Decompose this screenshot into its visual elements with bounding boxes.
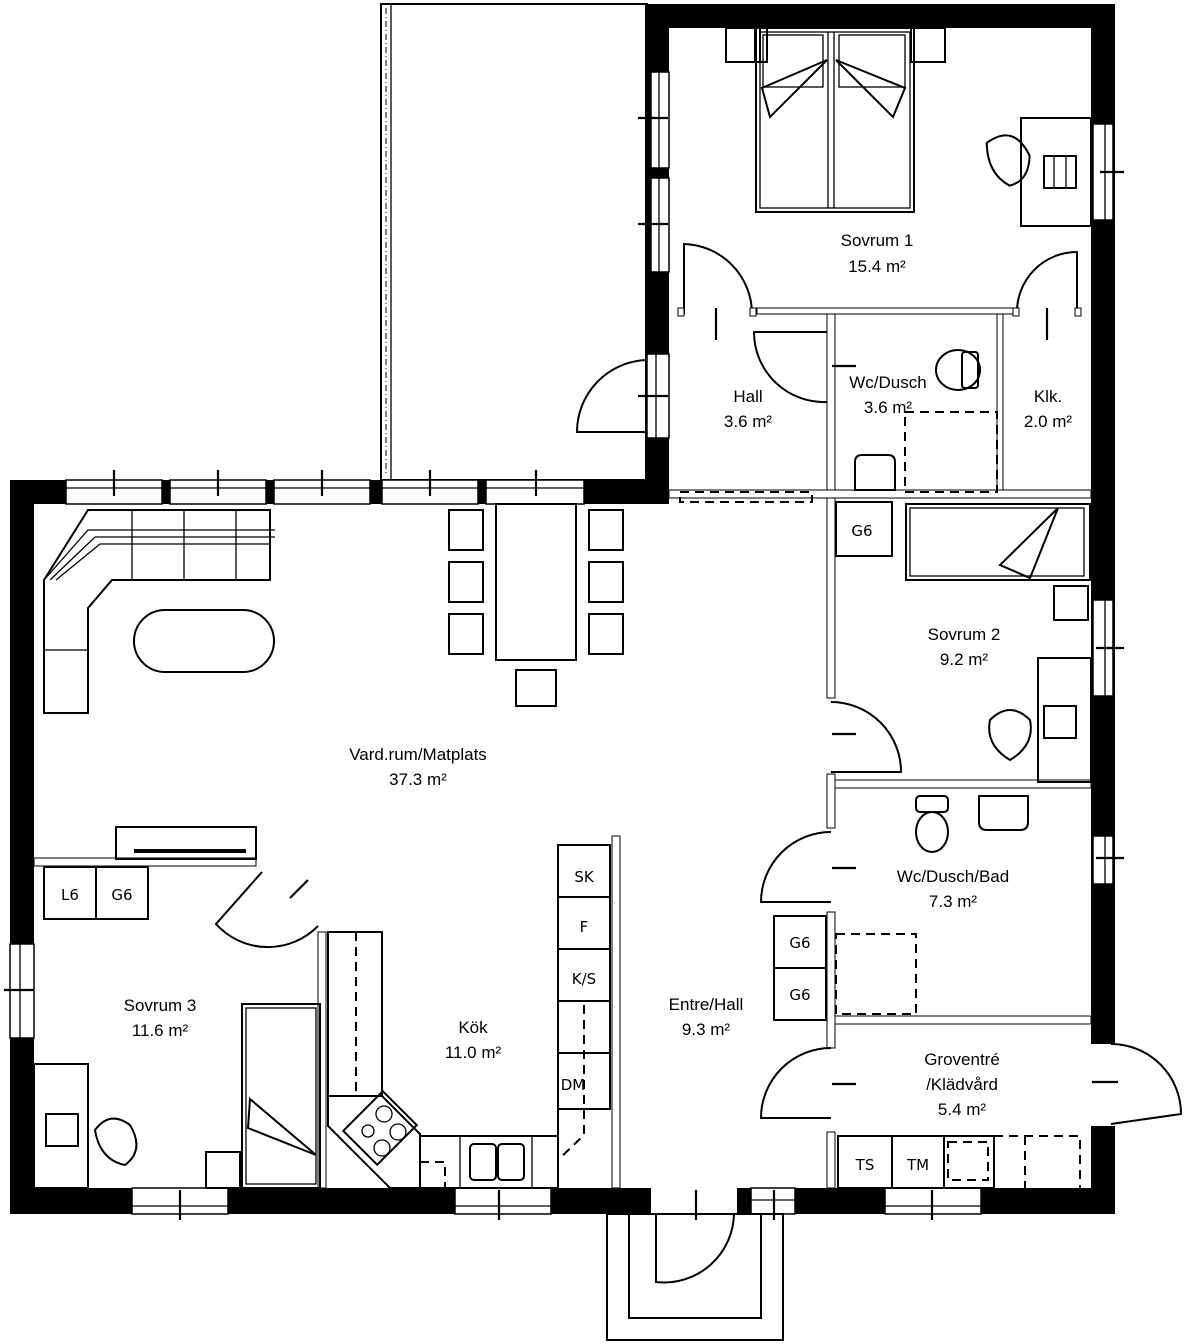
terrace xyxy=(380,3,648,481)
tv-unit xyxy=(115,826,257,860)
room-label-wc-dusch: Wc/Dusch 3.6 m² xyxy=(849,373,926,417)
double-bed xyxy=(725,27,946,213)
svg-text:Vard.rum/Matplats: Vard.rum/Matplats xyxy=(349,745,487,764)
wardrobes-entre: G6 G6 xyxy=(773,915,827,1021)
appliance-label: G6 xyxy=(789,986,810,1004)
svg-text:11.6 m²: 11.6 m² xyxy=(132,1021,189,1040)
room-label-klk: Klk. 2.0 m² xyxy=(1024,387,1073,431)
wardrobe-g6-sovrum2: G6 xyxy=(835,501,893,557)
room-label-hall: Hall 3.6 m² xyxy=(724,387,773,431)
room-label-sovrum1: Sovrum 1 15.4 m² xyxy=(841,231,914,276)
svg-text:15.4 m²: 15.4 m² xyxy=(848,257,906,276)
svg-text:/Klädvård: /Klädvård xyxy=(926,1075,998,1094)
desk-sovrum2 xyxy=(988,657,1092,783)
room-label-sovrum3: Sovrum 3 11.6 m² xyxy=(124,996,197,1040)
room-label-entre-hall: Entre/Hall 9.3 m² xyxy=(669,995,744,1039)
appliance-label: G6 xyxy=(789,934,810,952)
room-label-sovrum2: Sovrum 2 9.2 m² xyxy=(928,625,1001,669)
svg-text:3.6 m²: 3.6 m² xyxy=(724,412,773,431)
window-arrows xyxy=(4,116,1124,1220)
room-label-wc-dusch-bad: Wc/Dusch/Bad 7.3 m² xyxy=(897,867,1009,911)
bathroom-fixtures xyxy=(835,795,1029,1015)
svg-text:2.0 m²: 2.0 m² xyxy=(1024,412,1073,431)
wardrobes-sovrum3: L6 G6 xyxy=(43,866,149,920)
wc-dusch-fixtures xyxy=(854,349,998,493)
svg-text:9.2 m²: 9.2 m² xyxy=(940,650,989,669)
doors xyxy=(214,242,1183,1284)
svg-text:7.3 m²: 7.3 m² xyxy=(929,892,978,911)
appliance-label: L6 xyxy=(61,886,79,904)
svg-text:Klk.: Klk. xyxy=(1034,387,1062,406)
appliance-label: DM xyxy=(561,1076,586,1094)
interior-walls xyxy=(33,307,1092,1189)
coffee-table xyxy=(133,609,275,673)
room-label-groventre: Groventré /Klädvård 5.4 m² xyxy=(924,1050,1000,1119)
single-bed-sovrum2 xyxy=(905,503,1091,621)
svg-text:11.0 m²: 11.0 m² xyxy=(445,1043,502,1062)
appliance-label: SK xyxy=(574,868,595,886)
svg-text:9.3 m²: 9.3 m² xyxy=(682,1020,731,1039)
svg-text:Wc/Dusch/Bad: Wc/Dusch/Bad xyxy=(897,867,1009,886)
laundry-units: TS TM xyxy=(837,1135,1081,1189)
svg-text:Entre/Hall: Entre/Hall xyxy=(669,995,744,1014)
kitchen-tall-units: SK F K/S DM xyxy=(557,844,611,1110)
svg-text:37.3 m²: 37.3 m² xyxy=(389,770,447,789)
kitchen-island xyxy=(327,931,446,1189)
entrance-steps xyxy=(606,1213,784,1341)
dining-set xyxy=(448,503,624,707)
room-label-vardrum: Vard.rum/Matplats 37.3 m² xyxy=(349,745,487,789)
svg-text:3.6 m²: 3.6 m² xyxy=(864,398,913,417)
corner-sofa xyxy=(43,509,275,714)
appliance-label: TS xyxy=(855,1156,875,1174)
appliance-label: TM xyxy=(906,1156,929,1174)
room-label-kok: Kök 11.0 m² xyxy=(445,1018,502,1062)
hall-opening xyxy=(679,491,813,503)
svg-text:Wc/Dusch: Wc/Dusch xyxy=(849,373,926,392)
svg-text:Sovrum 3: Sovrum 3 xyxy=(124,996,197,1015)
appliance-label: G6 xyxy=(111,886,132,904)
svg-text:Kök: Kök xyxy=(458,1018,488,1037)
desk-sovrum3 xyxy=(33,1063,138,1189)
appliance-label: K/S xyxy=(572,970,596,988)
svg-text:5.4 m²: 5.4 m² xyxy=(938,1100,987,1119)
desk-sovrum1 xyxy=(985,117,1092,227)
svg-text:Sovrum 1: Sovrum 1 xyxy=(841,231,914,250)
kitchen-counter xyxy=(419,1108,585,1189)
svg-text:Hall: Hall xyxy=(733,387,762,406)
single-bed-sovrum3 xyxy=(205,1003,321,1189)
svg-text:Groventré: Groventré xyxy=(924,1050,1000,1069)
svg-text:Sovrum 2: Sovrum 2 xyxy=(928,625,1001,644)
appliance-label: G6 xyxy=(851,522,872,540)
appliance-label: F xyxy=(580,918,589,936)
